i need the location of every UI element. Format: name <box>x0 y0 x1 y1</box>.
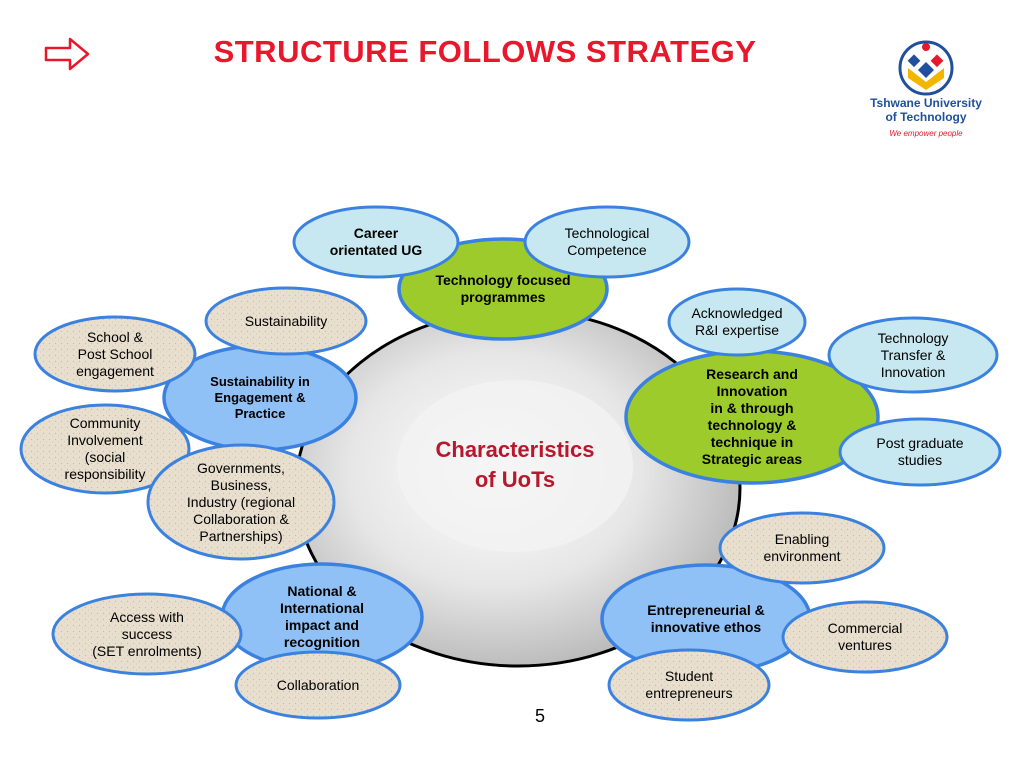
satellite-access-ellipse <box>51 592 243 676</box>
satellite-tech-transfer-label: Technology Transfer & Innovation <box>877 329 949 380</box>
satellite-student-ellipse <box>607 648 771 722</box>
satellite-career-ellipse <box>292 205 460 279</box>
central-highlight <box>397 380 633 552</box>
satellite-governments-label: Governments, Business, Industry (regiona… <box>186 459 296 544</box>
page-number: 5 <box>534 706 545 726</box>
hub-research-label: Research and Innovation in & through tec… <box>701 366 803 467</box>
satellite-postgrad-ellipse <box>838 417 1002 487</box>
satellite-acknowledged-ellipse <box>667 287 807 357</box>
logo-tagline: We empower people <box>889 129 963 138</box>
hub-national-label: National & International impact and reco… <box>279 583 364 650</box>
satellite-tech-competence-label: Technological Competence <box>564 225 650 258</box>
satellite-enabling-label: Enabling environment <box>763 531 841 564</box>
hub-sustainability-label: Sustainability in Engagement & Practice <box>210 374 310 421</box>
satellite-postgrad-label: Post graduate studies <box>876 435 964 468</box>
satellite-commercial-ellipse <box>781 600 949 674</box>
satellite-enabling-ellipse <box>718 511 886 585</box>
hub-technology-label: Technology focused programmes <box>435 272 571 305</box>
satellite-governments-ellipse <box>146 443 336 561</box>
hub-entrepreneurial-label: Entrepreneurial & innovative ethos <box>647 602 765 635</box>
satellite-tech-transfer-ellipse <box>827 316 999 394</box>
satellite-commercial-label: Commercial ventures <box>827 620 903 653</box>
satellite-school-label: School & Post School engagement <box>76 328 154 379</box>
satellite-student-label: Student entrepreneurs <box>645 668 733 701</box>
university-crest-icon <box>898 40 954 96</box>
satellite-access-label: Access with success (SET enrolments) <box>92 608 202 659</box>
logo-name-line2: of Technology <box>885 110 967 124</box>
satellite-community-ellipse <box>19 403 191 495</box>
slide-title: STRUCTURE FOLLOWS STRATEGY <box>213 34 757 69</box>
satellite-sustainability-sat-ellipse <box>204 286 368 356</box>
satellite-school-ellipse <box>33 315 197 393</box>
arrow-right-icon <box>44 37 90 71</box>
center-label: Characteristics of UoTs <box>435 437 595 492</box>
satellite-career-label: Career orientated UG <box>329 225 423 258</box>
satellite-collaboration-label: Collaboration <box>276 676 360 693</box>
satellite-tech-competence-ellipse <box>523 205 691 279</box>
university-logo: Tshwane University of Technology We empo… <box>858 38 994 154</box>
satellite-collaboration-ellipse <box>234 650 402 720</box>
satellite-community-label: Community Involvement (social responsibi… <box>64 415 146 482</box>
satellite-sustainability-sat-label: Sustainability <box>244 312 328 329</box>
logo-name-line1: Tshwane University <box>870 96 982 110</box>
satellite-acknowledged-label: Acknowledged R&I expertise <box>691 305 783 338</box>
